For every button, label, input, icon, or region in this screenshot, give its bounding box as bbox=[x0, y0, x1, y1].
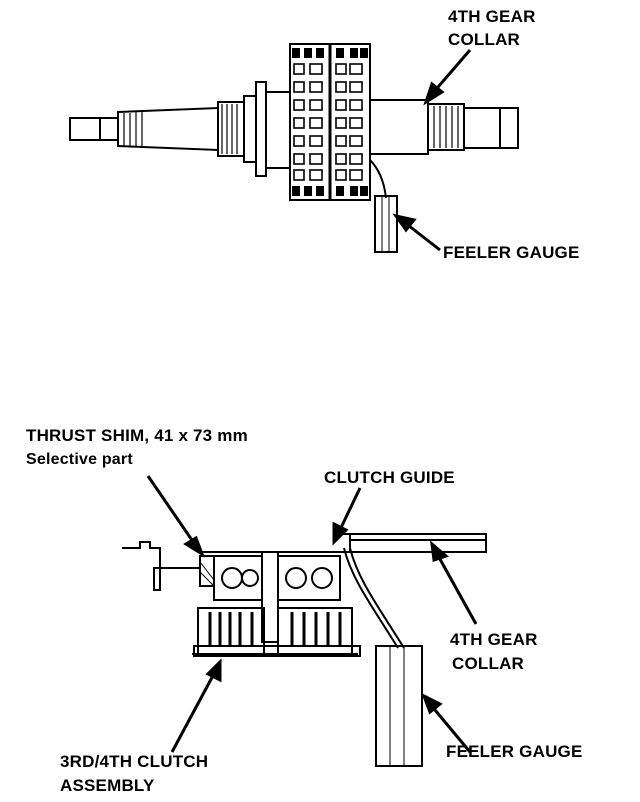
drum-teeth bbox=[292, 48, 368, 196]
arrow-icon bbox=[146, 475, 478, 753]
top-gear-collar-label-line2: COLLAR bbox=[448, 30, 521, 49]
bottom-gear-collar-label-line2: COLLAR bbox=[452, 654, 525, 673]
bottom-feeler-gauge bbox=[375, 645, 423, 767]
clutch-plates bbox=[208, 612, 342, 646]
bottom-gear-collar bbox=[349, 533, 487, 553]
bottom-feeler-gauge-label: FEELER GAUGE bbox=[446, 742, 583, 761]
top-feeler-gauge-label: FEELER GAUGE bbox=[443, 243, 580, 262]
clutch-assembly-label-line2: ASSEMBLY bbox=[60, 776, 155, 795]
clutch-assembly-label-line1: 3RD/4TH CLUTCH bbox=[60, 752, 209, 771]
arrow-icon bbox=[392, 49, 472, 252]
shaft-right-end bbox=[463, 107, 519, 149]
thrust-shim-label: THRUST SHIM, 41 x 73 mm bbox=[26, 426, 248, 445]
clutch-guide-label: CLUTCH GUIDE bbox=[324, 468, 455, 487]
bottom-gear-collar-label-line1: 4TH GEAR bbox=[450, 630, 538, 649]
selective-part-label: Selective part bbox=[26, 451, 133, 468]
top-feeler-gauge bbox=[374, 195, 398, 253]
top-gear-collar-label-line1: 4TH GEAR bbox=[448, 7, 536, 26]
